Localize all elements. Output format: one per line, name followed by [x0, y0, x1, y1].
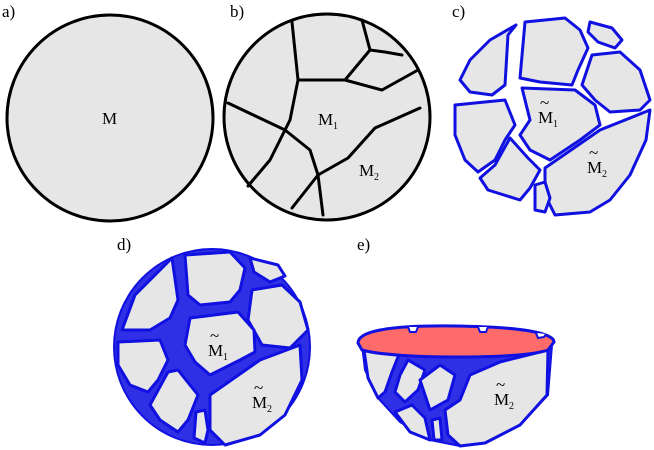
panel-c-label: c) [452, 2, 465, 21]
panel-c-m2-tilde: ~ [589, 143, 598, 162]
panel-c-pieces [453, 16, 652, 217]
panel-c: c) M 1 ~ M 2 ~ [452, 2, 652, 217]
panel-c-m1-tilde: ~ [540, 93, 549, 112]
panel-b-label: b) [230, 2, 244, 21]
panel-e-label: e) [357, 235, 370, 254]
panel-e-cap-notches [407, 326, 547, 340]
panel-b-m1-sub: 1 [333, 121, 338, 132]
panel-c-m1-letter: M [538, 108, 553, 127]
panel-d-pieces [116, 250, 310, 447]
panel-e-m2-tilde: ~ [496, 375, 505, 394]
panel-d: d) M 1 ~ M 2 ~ [113, 235, 311, 447]
panel-e-m2-letter: M [494, 390, 509, 409]
panel-d-m2-sub: 2 [267, 404, 272, 415]
panel-d-m2-tilde: ~ [254, 378, 263, 397]
panel-b-partition-lines [226, 18, 422, 217]
panel-c-m2-letter: M [587, 158, 602, 177]
panel-e-red-cap [356, 324, 556, 359]
panel-d-m1-letter: M [208, 341, 223, 360]
panel-c-m2-sub: 2 [602, 169, 607, 180]
panel-e: e) M 2 ~ [356, 235, 556, 448]
panel-e-m2-sub: 2 [509, 401, 514, 412]
panel-b: b) M 1 M 2 [222, 2, 432, 222]
panel-d-m2-letter: M [252, 393, 267, 412]
panel-d-label: d) [117, 235, 131, 254]
panel-b-m1-letter: M [318, 110, 333, 129]
panel-b-disk [222, 12, 432, 222]
panel-d-m1-tilde: ~ [210, 326, 219, 345]
panel-b-m2-letter: M [359, 161, 374, 180]
panel-a-region-label: M [102, 109, 117, 128]
panel-a-disk [5, 13, 215, 223]
panel-b-m2-sub: 2 [374, 172, 379, 183]
panel-c-m1-sub: 1 [553, 119, 558, 130]
panel-d-m1-sub: 1 [223, 352, 228, 363]
panel-e-pieces [362, 348, 550, 448]
panel-a-label: a) [2, 2, 15, 21]
panel-a: a) M [2, 2, 215, 223]
